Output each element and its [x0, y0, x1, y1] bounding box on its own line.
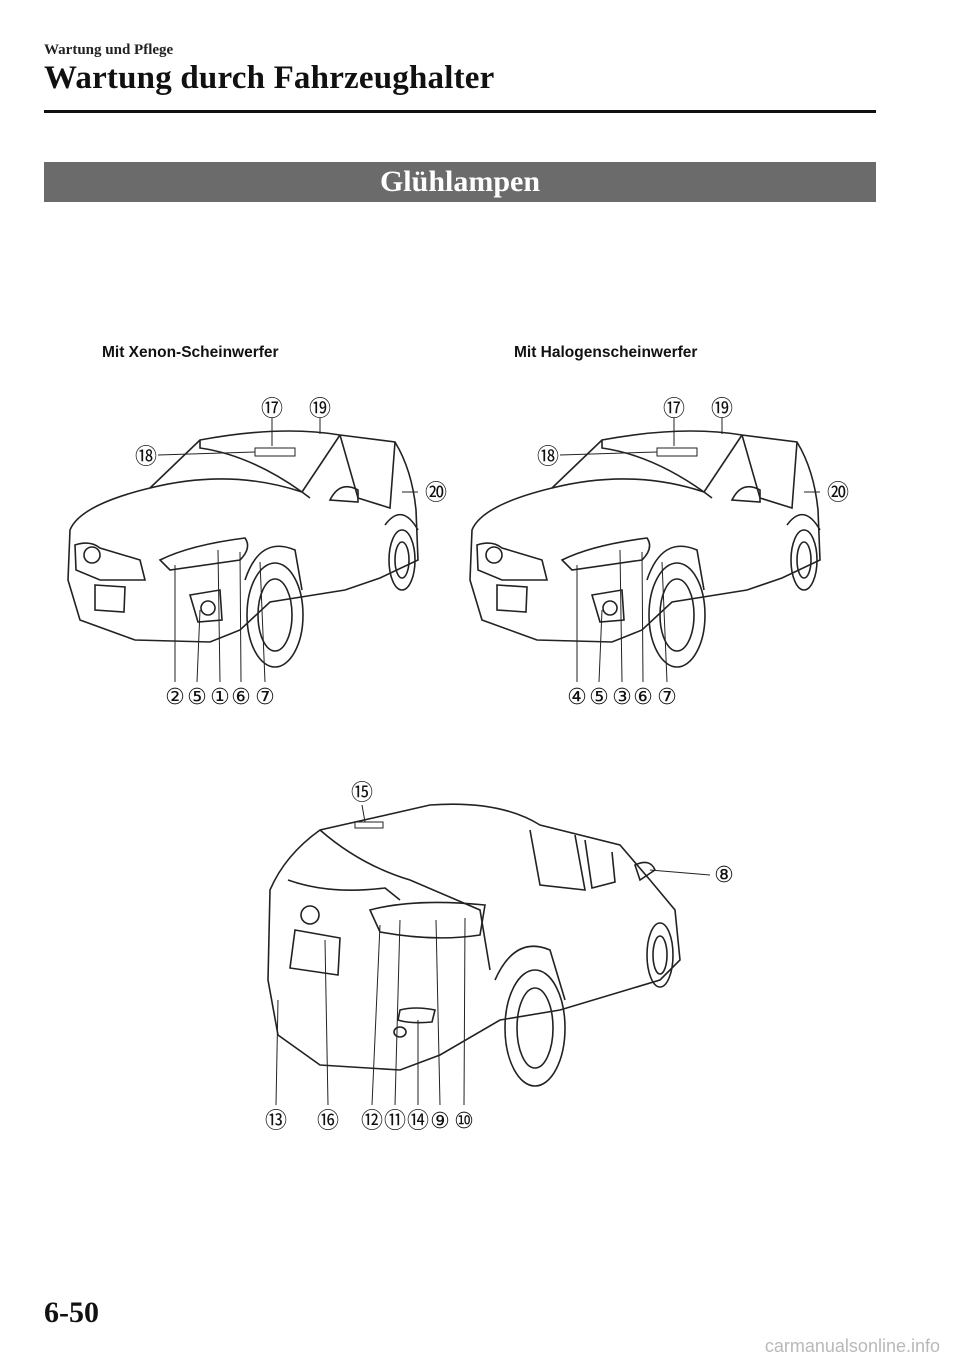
callout-2: ② — [165, 684, 185, 709]
callout-20: ⑳ — [827, 480, 849, 505]
callout-18: ⑱ — [135, 444, 157, 469]
callout-3: ③ — [612, 684, 632, 709]
callout-10: ⑩ — [454, 1108, 474, 1133]
callout-19: ⑲ — [711, 396, 733, 421]
callout-12: ⑫ — [361, 1108, 383, 1133]
page-title: Wartung durch Fahrzeughalter — [44, 60, 495, 96]
callout-9: ⑨ — [430, 1108, 450, 1133]
callout-13: ⑬ — [265, 1108, 287, 1133]
callout-7: ⑦ — [255, 684, 275, 709]
callout-7: ⑦ — [657, 684, 677, 709]
callout-17: ⑰ — [261, 396, 283, 421]
watermark: carmanualsonline.info — [764, 1336, 940, 1356]
callout-8: ⑧ — [714, 862, 734, 887]
callout-17: ⑰ — [663, 396, 685, 421]
breadcrumb: Wartung und Pflege — [44, 42, 174, 58]
callout-11: ⑪ — [384, 1108, 406, 1133]
caption-halogen: Mit Halogenscheinwerfer — [514, 344, 698, 361]
rear-car-figure: ⑮ ⑧ ⑬ ⑯ ⑫ ⑪ ⑭ ⑨ ⑩ — [240, 770, 760, 1150]
callout-15: ⑮ — [351, 780, 373, 805]
callout-16: ⑯ — [317, 1108, 339, 1133]
callout-20: ⑳ — [425, 480, 447, 505]
section-banner: Glühlampen — [44, 162, 876, 202]
callout-5: ⑤ — [589, 684, 609, 709]
section-title: Glühlampen — [379, 165, 541, 198]
front-car-figure-halogen: ⑰ ⑲ ⑱ ⑳ ④ ⑤ ③ ⑥ ⑦ — [442, 380, 872, 720]
callout-14: ⑭ — [407, 1108, 429, 1133]
callout-6: ⑥ — [633, 684, 653, 709]
caption-xenon: Mit Xenon-Scheinwerfer — [102, 344, 279, 361]
callout-19: ⑲ — [309, 396, 331, 421]
page-number: 6-50 — [44, 1296, 99, 1329]
callout-6: ⑥ — [231, 684, 251, 709]
front-car-figure-xenon: ⑰ ⑲ ⑱ ⑳ ② ⑤ ① ⑥ ⑦ — [40, 380, 470, 720]
callout-4: ④ — [567, 684, 587, 709]
title-divider — [44, 110, 876, 113]
callout-5: ⑤ — [187, 684, 207, 709]
callout-18: ⑱ — [537, 444, 559, 469]
callout-1: ① — [210, 684, 230, 709]
